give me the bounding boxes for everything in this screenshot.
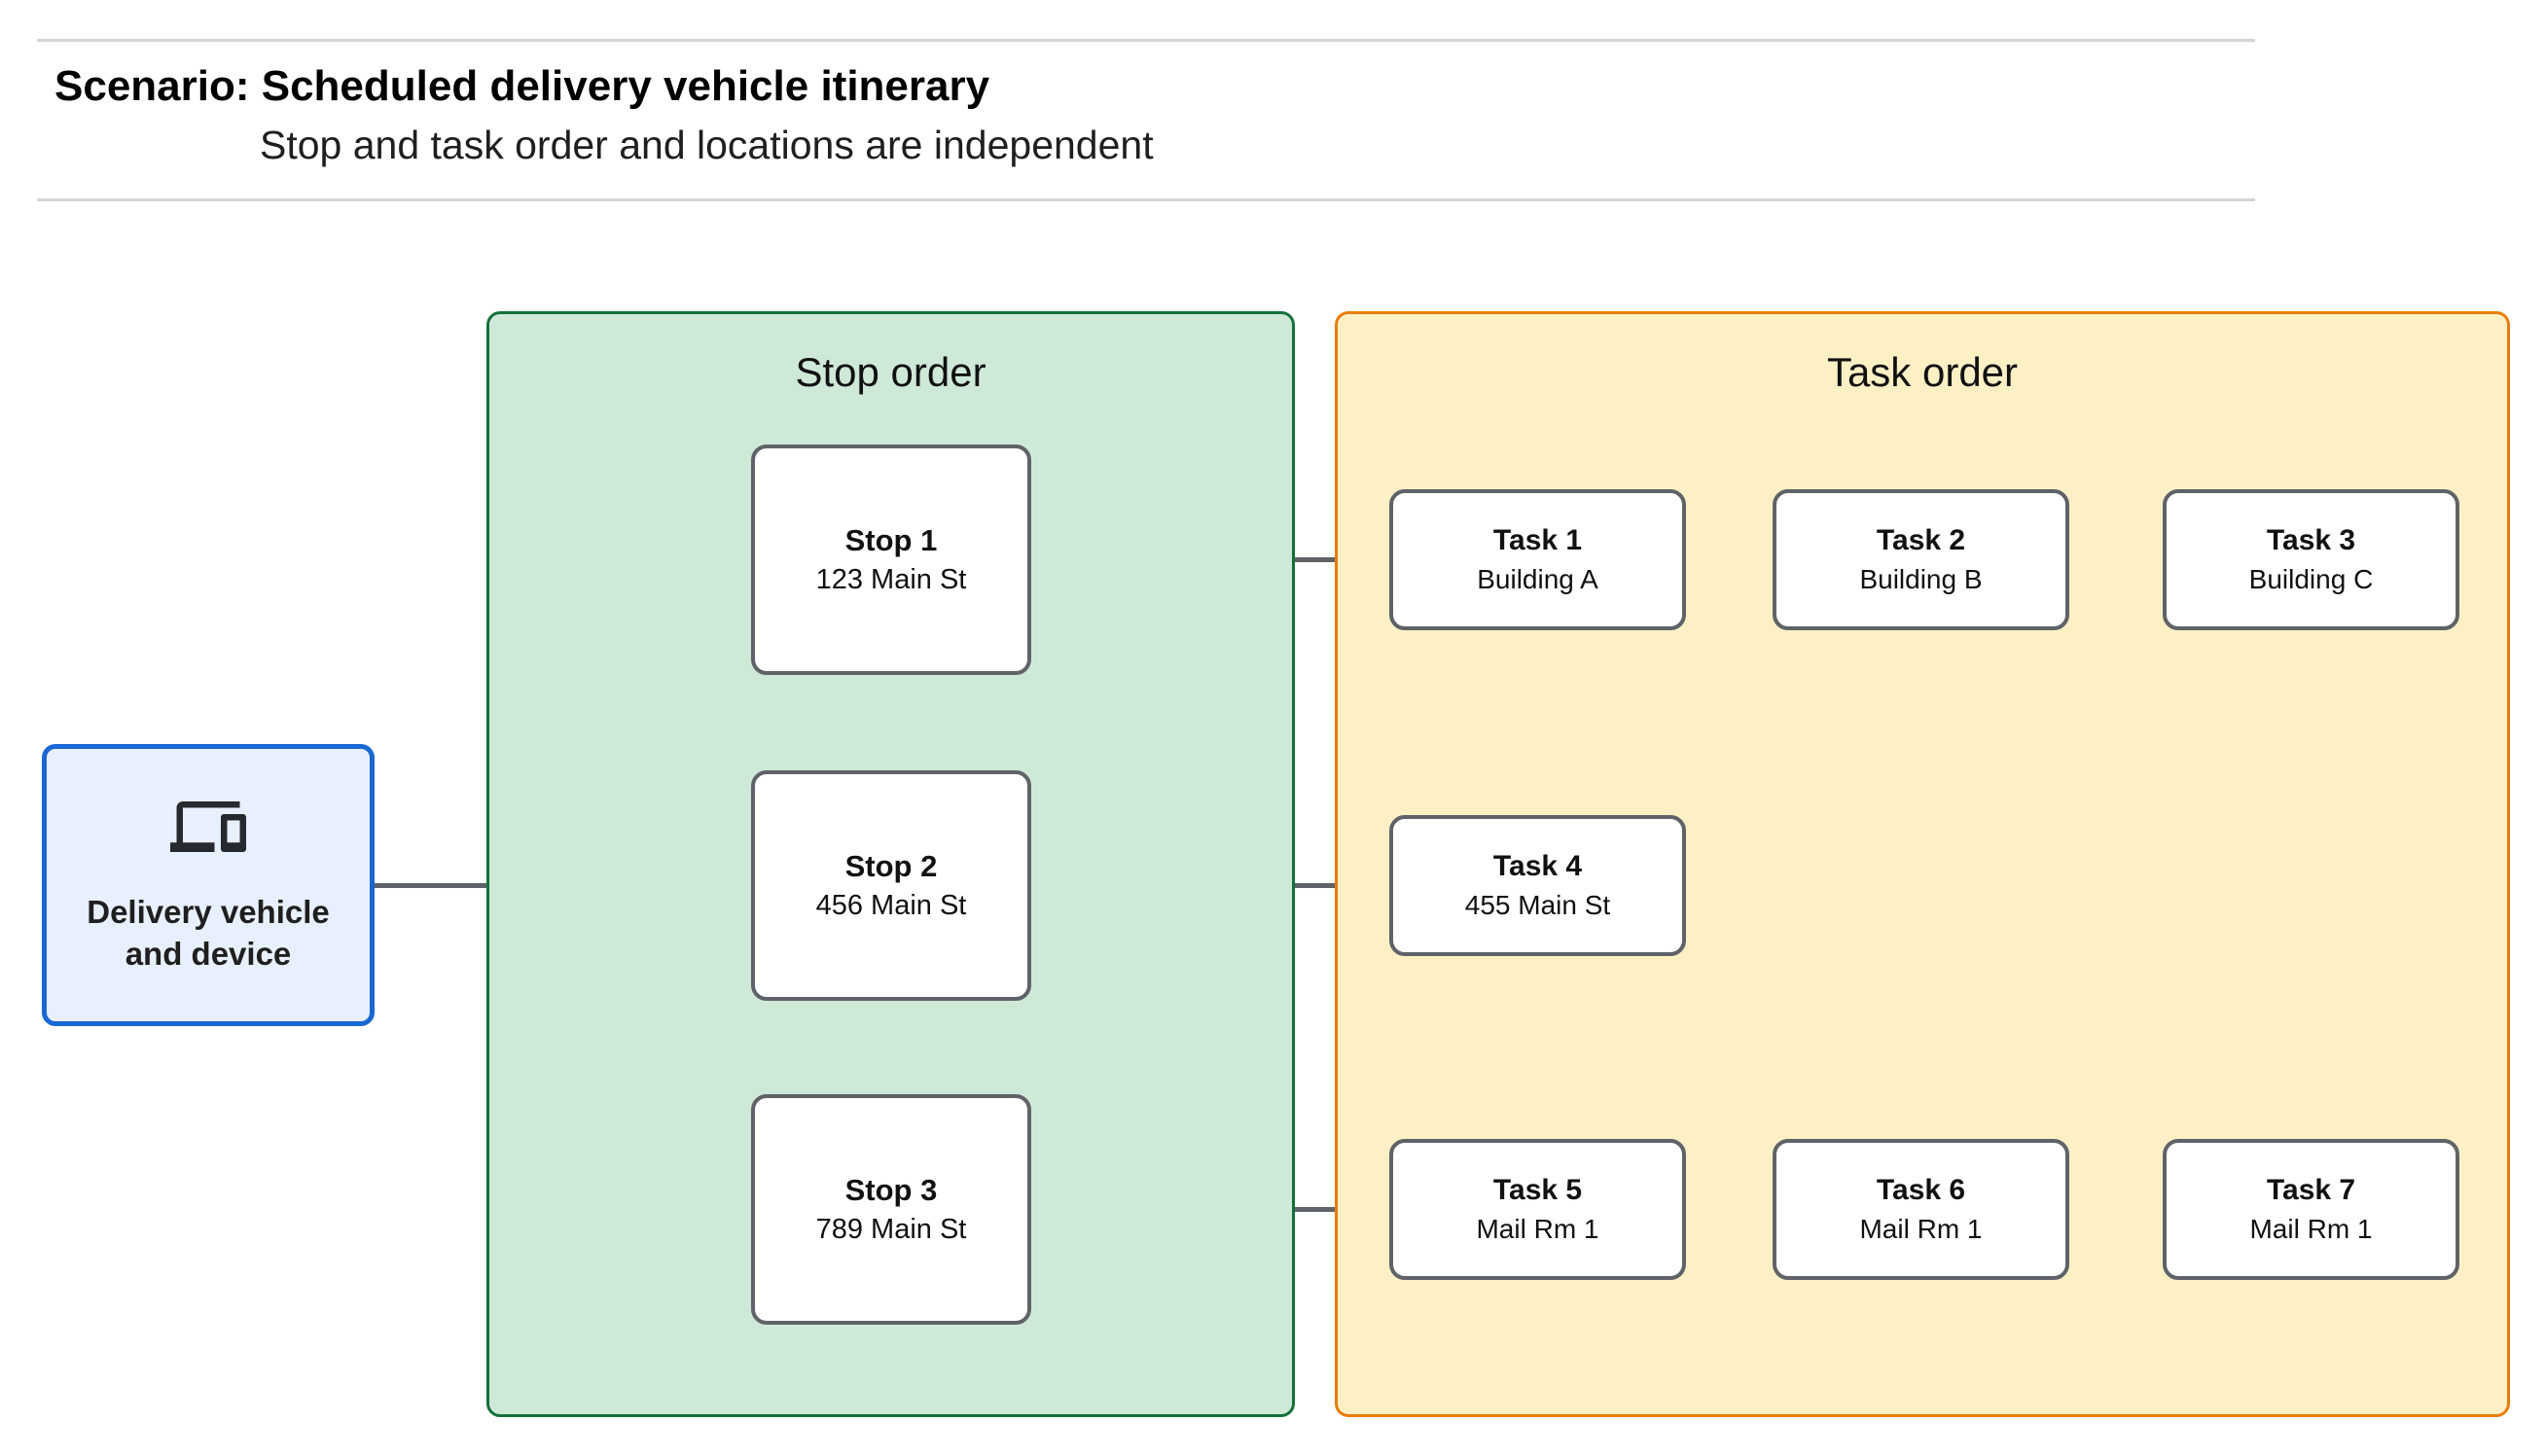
- task-name: Task 4: [1492, 850, 1583, 883]
- page-title: Scenario: Scheduled delivery vehicle iti…: [54, 62, 990, 110]
- task-4-node: Task 4 455 Main St: [1389, 815, 1686, 956]
- task-name: Task 1: [1492, 524, 1583, 557]
- stop-name: Stop 3: [844, 1173, 938, 1207]
- task-name: Task 3: [2266, 524, 2356, 557]
- task-6-node: Task 6 Mail Rm 1: [1773, 1139, 2069, 1280]
- task-2-node: Task 2 Building B: [1773, 489, 2069, 630]
- task-3-node: Task 3 Building C: [2163, 489, 2459, 630]
- task-name: Task 2: [1876, 524, 1966, 557]
- stop-address: 123 Main St: [815, 563, 967, 595]
- task-location: Building A: [1477, 563, 1598, 594]
- task-name: Task 5: [1492, 1174, 1583, 1207]
- page-subtitle: Stop and task order and locations are in…: [260, 123, 1154, 167]
- task-order-title: Task order: [1826, 349, 2019, 395]
- top-divider: [37, 39, 2255, 42]
- stop-name: Stop 1: [844, 523, 938, 557]
- stop-address: 456 Main St: [815, 889, 967, 921]
- vehicle-label-line1: Delivery vehicle: [87, 894, 330, 931]
- stop-name: Stop 2: [844, 849, 938, 883]
- header-divider: [37, 198, 2255, 201]
- task-location: Mail Rm 1: [2249, 1213, 2373, 1244]
- devices-icon: [170, 801, 246, 853]
- task-5-node: Task 5 Mail Rm 1: [1389, 1139, 1686, 1280]
- task-name: Task 6: [1876, 1174, 1966, 1207]
- task-location: Building C: [2248, 563, 2374, 594]
- vehicle-label: Delivery vehicle and device: [87, 892, 330, 976]
- vehicle-label-line2: and device: [125, 936, 292, 972]
- stop-3-node: Stop 3 789 Main St: [751, 1094, 1031, 1325]
- task-location: Mail Rm 1: [1476, 1213, 1599, 1244]
- task-location: Mail Rm 1: [1859, 1213, 1983, 1244]
- task-location: 455 Main St: [1464, 889, 1611, 920]
- task-location: Building B: [1859, 563, 1983, 594]
- task-name: Task 7: [2266, 1174, 2356, 1207]
- stop-order-title: Stop order: [795, 349, 986, 395]
- task-7-node: Task 7 Mail Rm 1: [2163, 1139, 2459, 1280]
- delivery-vehicle-node: Delivery vehicle and device: [42, 744, 375, 1026]
- stop-address: 789 Main St: [815, 1213, 967, 1245]
- stop-1-node: Stop 1 123 Main St: [751, 444, 1031, 675]
- stop-2-node: Stop 2 456 Main St: [751, 770, 1031, 1001]
- task-1-node: Task 1 Building A: [1389, 489, 1686, 630]
